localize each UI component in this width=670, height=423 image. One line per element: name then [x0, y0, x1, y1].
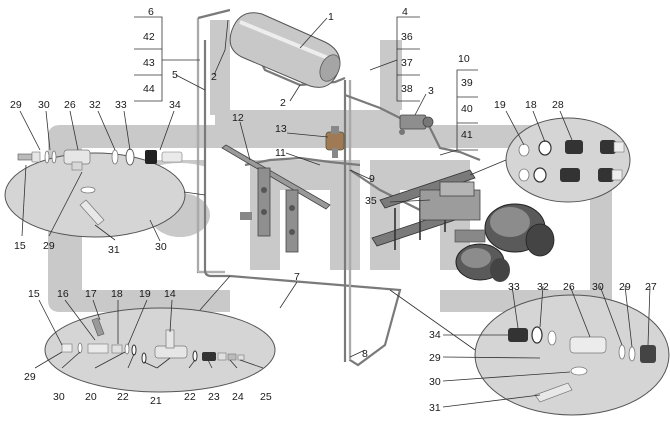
part-label: 29 — [24, 371, 36, 383]
part-label: 5 — [172, 69, 178, 81]
part-labels: 1 2 2 3 5 7 8 9 11 12 13 35 29 30 26 32 … — [10, 11, 657, 414]
part-label: 30 — [53, 391, 65, 403]
table-6-row-1: 42 — [143, 31, 155, 43]
table-10-row-2: 40 — [461, 103, 473, 115]
part-label: 22 — [117, 391, 129, 403]
leader-lines — [19, 17, 651, 408]
part-label: 31 — [429, 402, 441, 414]
part-label: 32 — [89, 99, 101, 111]
part-label: 27 — [645, 281, 657, 293]
table-4-row-1: 36 — [401, 31, 413, 43]
detail-callout-upper-left — [4, 148, 206, 238]
part-label: 16 — [57, 288, 69, 300]
part-label: 21 — [150, 395, 162, 407]
part-label: 29 — [10, 99, 22, 111]
part-label: 14 — [164, 288, 176, 300]
detail-callout-lower-left — [44, 275, 276, 393]
table-4-row-3: 38 — [401, 83, 413, 95]
part-label: 7 — [294, 271, 300, 283]
part-label: 31 — [108, 244, 120, 256]
spec-table-10: 10 39 40 41 — [439, 53, 478, 156]
bracket-part-12 — [221, 144, 331, 253]
part-label: 26 — [563, 281, 575, 293]
part-label: 34 — [169, 99, 181, 111]
part-label: 3 — [428, 85, 434, 97]
part-label: 20 — [85, 391, 97, 403]
part-label: 15 — [28, 288, 40, 300]
detail-callout-upper-right — [469, 117, 631, 203]
part-label: 18 — [525, 99, 537, 111]
part-label: 9 — [369, 173, 375, 185]
brake-chamber-assembly — [371, 169, 555, 282]
part-label: 26 — [64, 99, 76, 111]
part-label: 33 — [508, 281, 520, 293]
part-label: 8 — [362, 348, 368, 360]
part-label: 30 — [429, 376, 441, 388]
table-10-row-1: 39 — [461, 77, 473, 89]
part-label: 35 — [365, 195, 377, 207]
table-6-row-2: 43 — [143, 57, 155, 69]
part-label: 22 — [184, 391, 196, 403]
part-label: 19 — [139, 288, 151, 300]
part-label: 1 — [328, 11, 334, 23]
part-label: 24 — [232, 391, 244, 403]
part-label: 17 — [85, 288, 97, 300]
valve-part-3 — [399, 114, 434, 135]
table-6-row-3: 44 — [143, 83, 155, 95]
table-10-row-3: 41 — [461, 129, 473, 141]
part-label: 34 — [429, 329, 441, 341]
spec-table-6: 6 42 43 44 — [134, 6, 200, 102]
spec-table-4: 4 36 37 38 — [369, 6, 420, 102]
part-label: 33 — [115, 99, 127, 111]
part-label: 2 — [211, 71, 217, 83]
table-4-head: 4 — [402, 6, 408, 18]
valve-part-13 — [325, 126, 345, 158]
part-label: 29 — [43, 240, 55, 252]
part-label: 32 — [537, 281, 549, 293]
part-label: 25 — [260, 391, 272, 403]
part-label: 29 — [429, 352, 441, 364]
part-label: 11 — [275, 147, 286, 159]
detail-callout-lower-right — [389, 289, 670, 416]
part-label: 15 — [14, 240, 26, 252]
part-label: 2 — [280, 97, 286, 109]
part-label: 13 — [275, 123, 287, 135]
part-label: 30 — [592, 281, 604, 293]
part-label: 23 — [208, 391, 220, 403]
table-6-head: 6 — [148, 6, 154, 18]
part-label: 18 — [111, 288, 123, 300]
part-label: 30 — [155, 241, 167, 253]
part-label: 29 — [619, 281, 631, 293]
air-tank — [229, 12, 341, 88]
part-label: 19 — [494, 99, 506, 111]
table-10-head: 10 — [458, 53, 470, 65]
table-4-row-2: 37 — [401, 57, 413, 69]
part-label: 12 — [232, 112, 244, 124]
part-label: 30 — [38, 99, 50, 111]
part-label: 28 — [552, 99, 564, 111]
